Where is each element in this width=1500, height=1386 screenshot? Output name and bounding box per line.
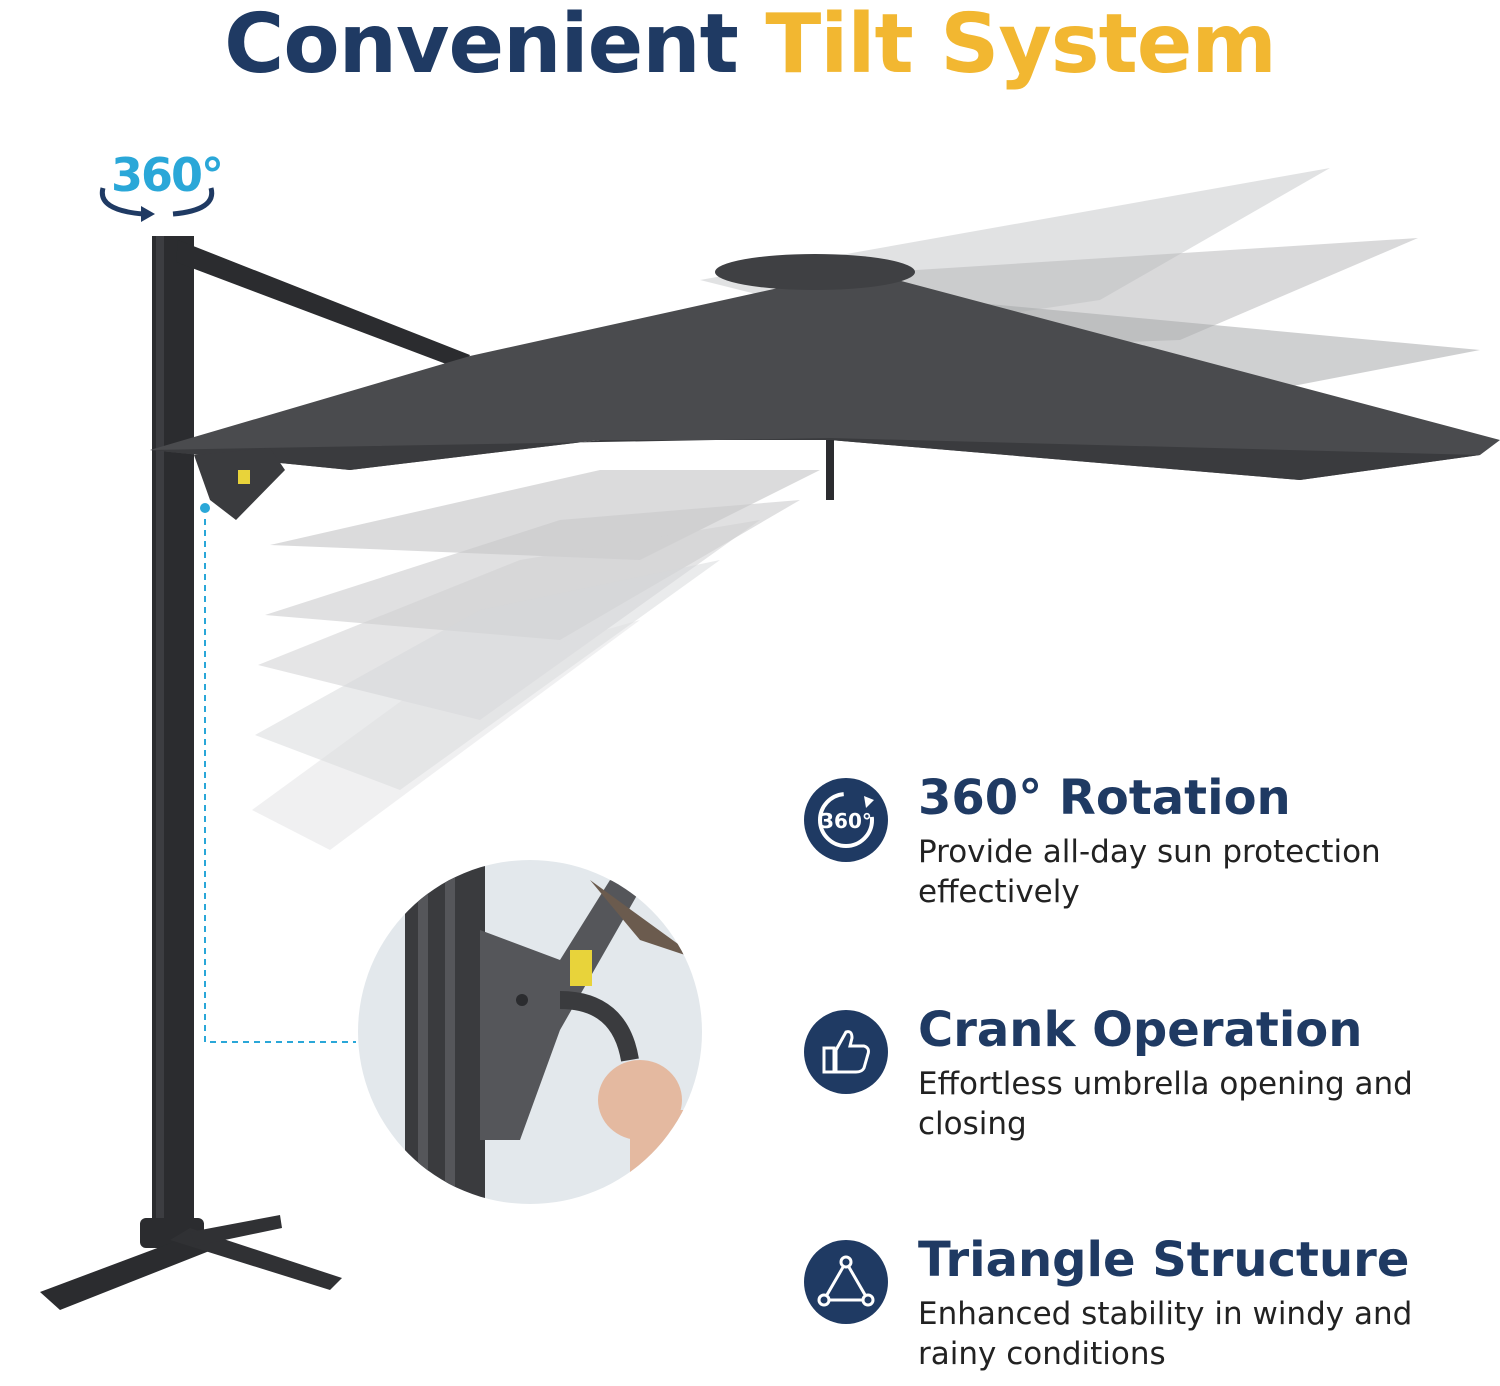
feature-title: 360° Rotation [918, 770, 1291, 826]
ghost-canopies-lower [252, 470, 820, 850]
leader-line [204, 508, 356, 1043]
crank-closeup [358, 860, 702, 1204]
title-part-tilt-system: Tilt System [765, 0, 1276, 92]
feature-description: Effortless umbrella opening and closing [918, 1066, 1413, 1142]
page-title: Convenient Tilt System [0, 0, 1500, 100]
crank-mechanism [194, 448, 285, 520]
feature-description: Provide all-day sun protection effective… [918, 834, 1381, 910]
rotate-360-icon: 360° [804, 778, 888, 862]
triangle-structure-icon [804, 1240, 888, 1324]
thumbs-up-icon [804, 1010, 888, 1094]
umbrella-canopy [150, 254, 1500, 500]
title-part-convenient: Convenient [224, 0, 739, 92]
rotate-arrow-icon [99, 187, 215, 222]
feature-title: Crank Operation [918, 1002, 1363, 1058]
rotate-360-icon-label: 360° [820, 809, 872, 833]
rotation-badge: 360° [93, 148, 224, 228]
feature-description: Enhanced stability in windy and rainy co… [918, 1296, 1413, 1372]
feature-title: Triangle Structure [918, 1232, 1410, 1288]
umbrella-arm [176, 240, 470, 370]
umbrella-base [40, 1215, 342, 1310]
badge-label: 360° [111, 148, 224, 202]
